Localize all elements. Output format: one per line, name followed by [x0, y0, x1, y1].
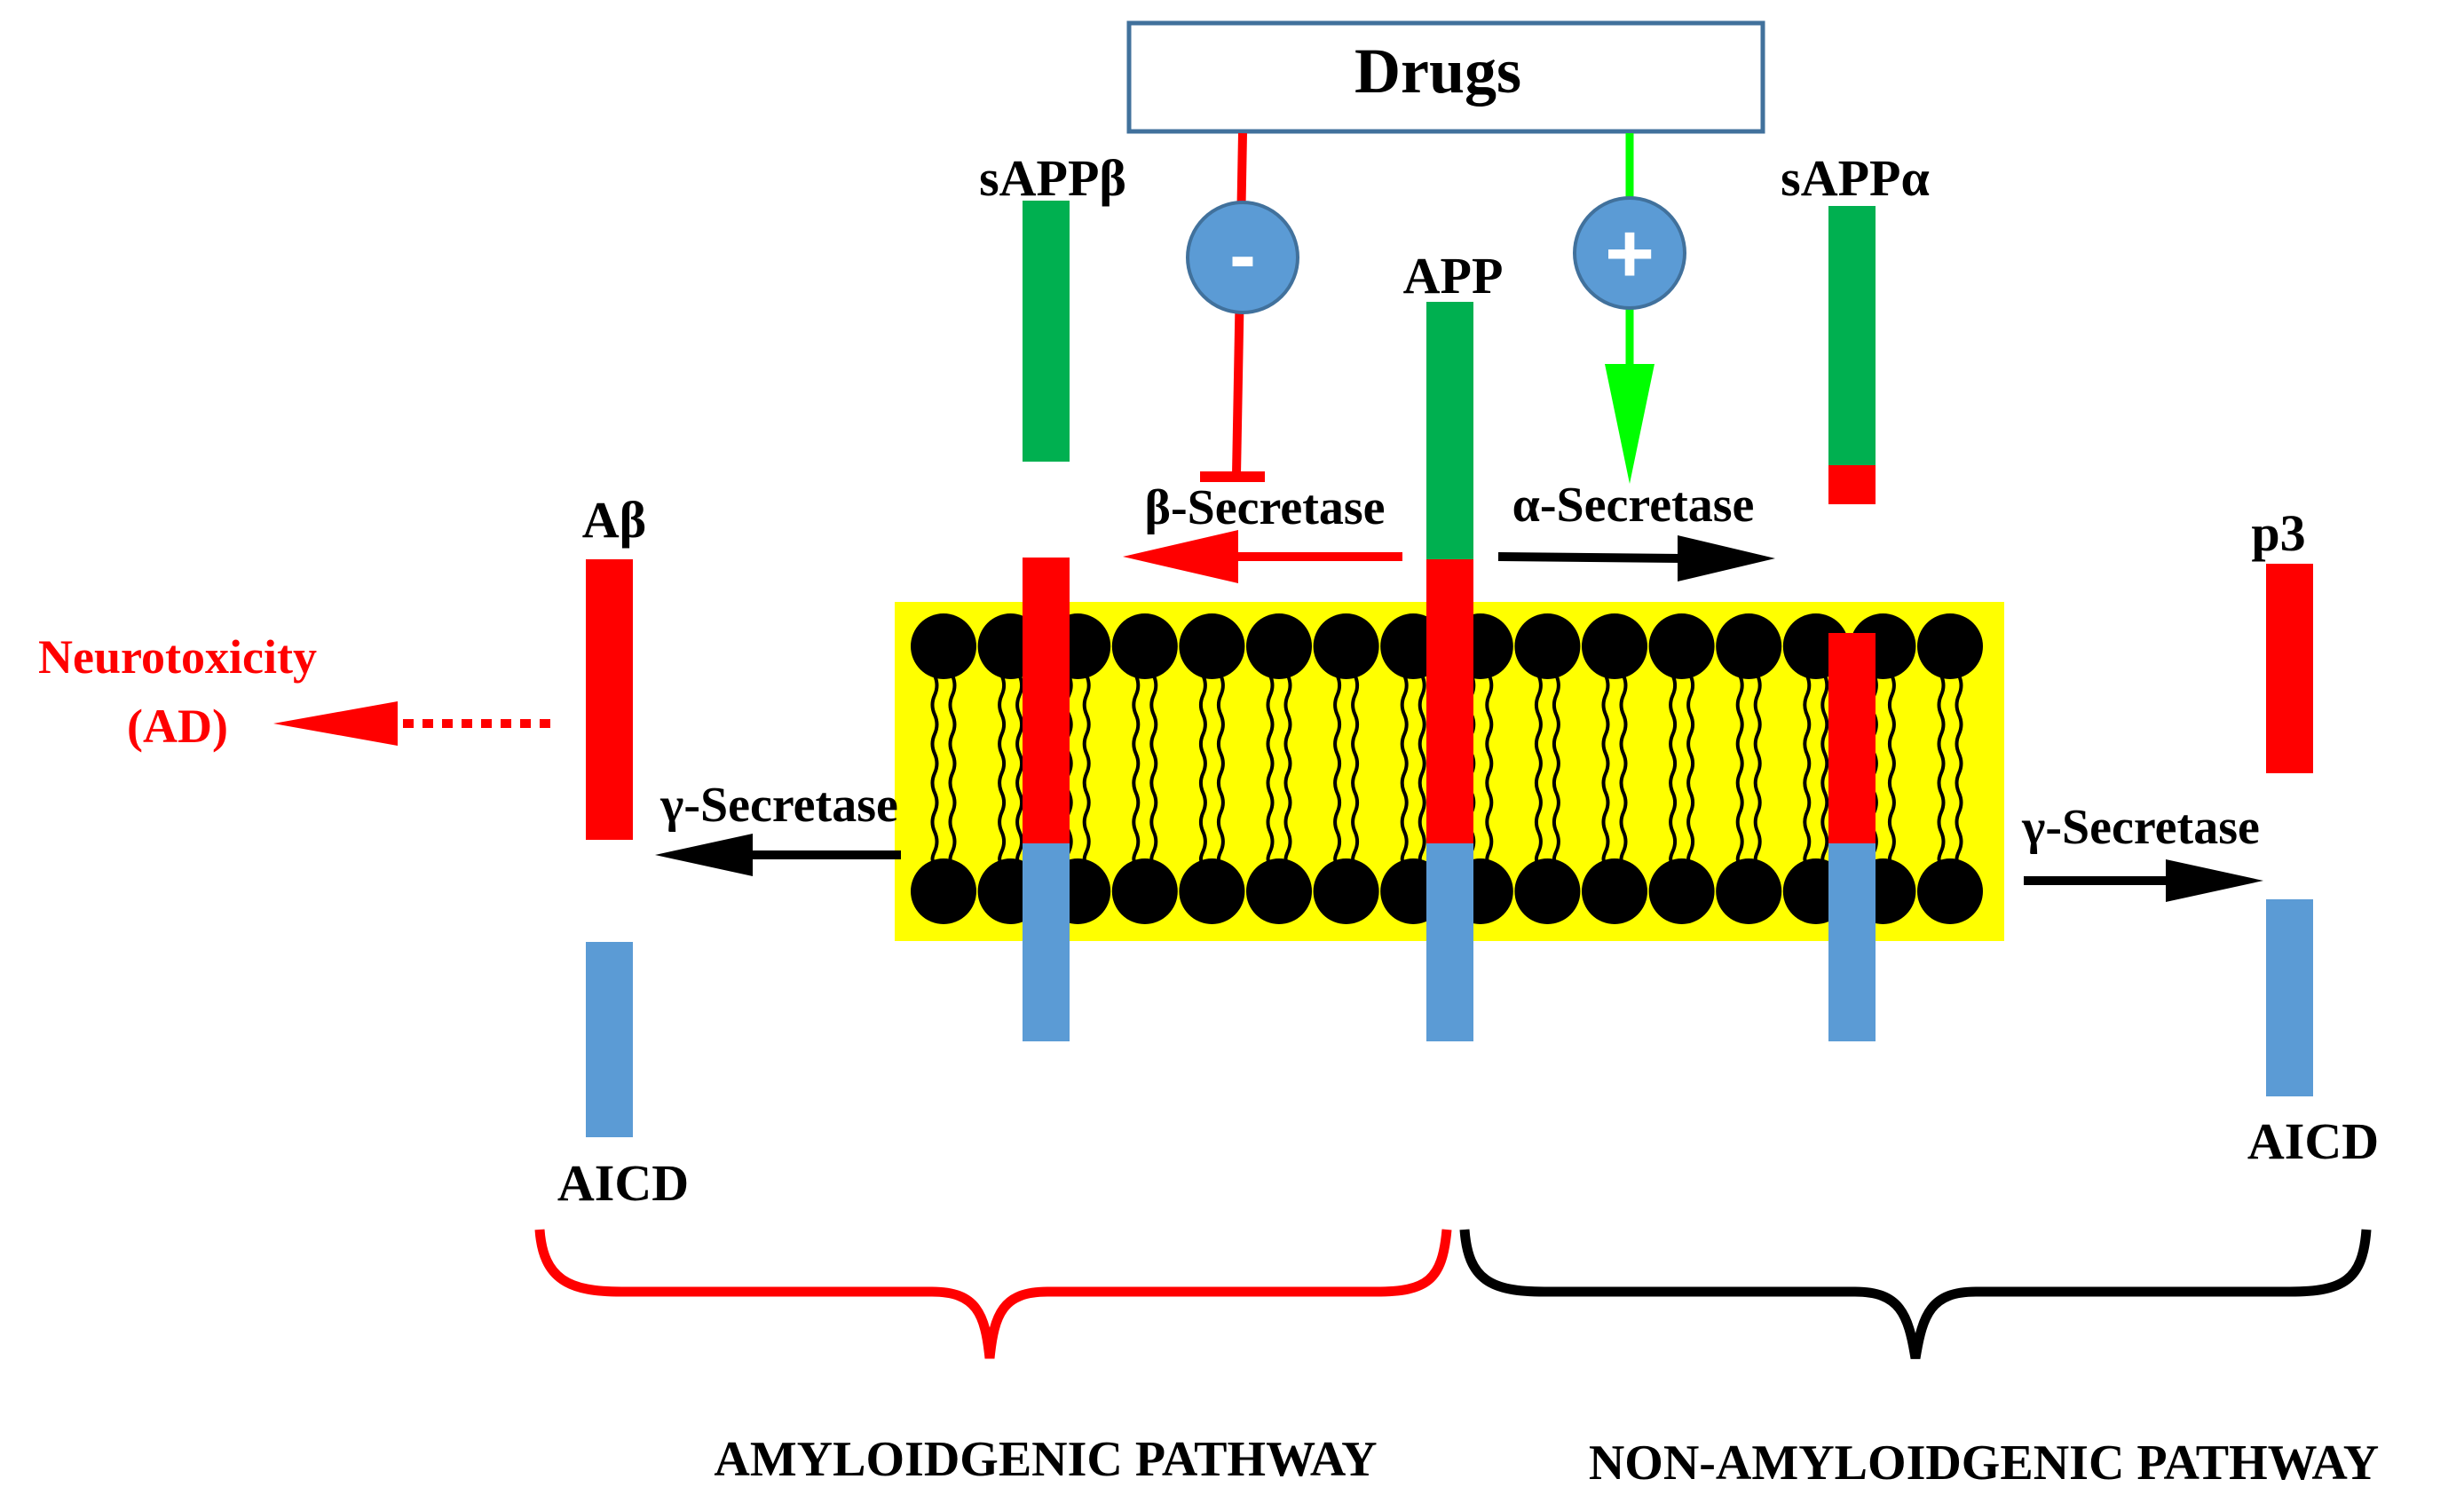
gamma-secretase-right-arrow [2024, 859, 2263, 902]
gamma-secretase-left-label: γ-Secretase [659, 778, 898, 833]
lipid-tail [1418, 675, 1426, 864]
lipid-head [911, 613, 976, 679]
lipid-tail [1937, 675, 1946, 864]
lipid-head [1313, 613, 1379, 679]
lipid-tail [1082, 675, 1091, 864]
lipid-tail [1820, 675, 1829, 864]
aicd-right-bar [2266, 899, 2313, 1096]
lipid-tail [1283, 675, 1292, 864]
p3-label: p3 [2251, 504, 2305, 562]
green-arrowhead [1605, 364, 1655, 484]
lipid-tail [930, 675, 939, 864]
sapp-alpha-label: sAPPα [1781, 149, 1930, 207]
gamma-secretase-left-arrow [655, 834, 901, 876]
ad-label: (AD) [127, 700, 228, 753]
lipid-heads [911, 613, 1983, 924]
drugs-box: Drugs [1126, 20, 1765, 134]
sapp-beta-label: sAPPβ [979, 149, 1126, 207]
lipid-head [1582, 858, 1647, 924]
lipid-tail [1198, 675, 1207, 864]
alpha-cleaved-app-bar [1828, 633, 1876, 1041]
lipid-tail [1534, 675, 1543, 864]
beta-secretase-label: β-Secretase [1144, 480, 1385, 535]
lipid-head [1313, 858, 1379, 924]
app-bar [1426, 302, 1473, 1041]
aicd-left-bar [586, 942, 633, 1137]
lipid-tail [1601, 675, 1610, 864]
beta-secretase-arrow [1123, 530, 1402, 583]
lipid-tail [1400, 675, 1409, 864]
sapp-alpha-bar [1828, 206, 1876, 504]
lipid-head [1716, 613, 1782, 679]
lipid-tail [1351, 675, 1360, 864]
lipid-tail [1132, 675, 1141, 864]
lipid-head [1111, 858, 1178, 924]
lipid-tail [1619, 675, 1628, 864]
non-amyloidgenic-pathway-label: NON-AMYLOIDGENIC PATHWAY [1589, 1436, 2379, 1491]
lipid-head [1917, 858, 1983, 924]
lipid-tail [1955, 675, 1963, 864]
lipid-head [1179, 858, 1245, 924]
alpha-secretase-label: α-Secretase [1512, 478, 1755, 533]
lipid-head [1917, 613, 1983, 679]
lipid-tail [1887, 675, 1896, 864]
p3-bar [2266, 564, 2313, 773]
inhibition-connector: - [1186, 132, 1299, 482]
lipid-tail [1803, 675, 1812, 864]
neurotoxicity-label: Neurotoxicity [38, 630, 317, 684]
plus-sign: + [1605, 206, 1655, 301]
drugs-label: Drugs [1354, 36, 1521, 107]
a-beta-label: Aβ [582, 491, 646, 549]
amyloidgenic-pathway-label: AMYLOIDGENIC PATHWAY [714, 1432, 1377, 1487]
a-beta-bar [586, 559, 633, 840]
lipid-head [1514, 858, 1581, 924]
gamma-secretase-right-label: γ-Secretase [2021, 800, 2260, 855]
lipid-tail [1686, 675, 1695, 864]
lipid-tail [1149, 675, 1158, 864]
minus-sign-circle [1186, 201, 1299, 314]
lipid-tail [1333, 675, 1342, 864]
lipid-head [911, 858, 976, 924]
neurotoxicity-dashed-arrow [273, 701, 550, 746]
beta-cleaved-app-bar [1023, 558, 1070, 1041]
amyloidgenic-brace [534, 1229, 1452, 1359]
lipid-head [1246, 858, 1312, 924]
activation-connector: + [1573, 133, 1686, 484]
aicd-right-label: AICD [2247, 1112, 2379, 1170]
plus-sign-circle [1573, 196, 1686, 310]
alpha-secretase-arrow [1497, 535, 1775, 581]
lipid-tail [998, 675, 1007, 864]
lipid-tails [930, 675, 1963, 864]
lipid-tail [1753, 675, 1762, 864]
lipid-head [1111, 613, 1178, 679]
lipid-head [1582, 613, 1647, 679]
app-label: APP [1403, 247, 1504, 305]
lipid-tail [1552, 675, 1560, 864]
lipid-tail [1266, 675, 1275, 864]
lipid-head [1514, 613, 1581, 679]
lipid-tail [1669, 675, 1678, 864]
lipid-head [1716, 858, 1782, 924]
aicd-left-label: AICD [557, 1154, 689, 1212]
non-amyloidgenic-brace [1459, 1229, 2372, 1359]
lipid-head [1648, 858, 1715, 924]
lipid-head [1648, 613, 1715, 679]
lipid-tail [1015, 675, 1024, 864]
lipid-tail [1216, 675, 1225, 864]
lipid-tail [1735, 675, 1744, 864]
sapp-beta-bar [1023, 201, 1070, 462]
lipid-tail [1485, 675, 1494, 864]
lipid-tail [948, 675, 957, 864]
minus-sign: - [1229, 211, 1256, 300]
lipid-head [1246, 613, 1312, 679]
lipid-head [1179, 613, 1245, 679]
